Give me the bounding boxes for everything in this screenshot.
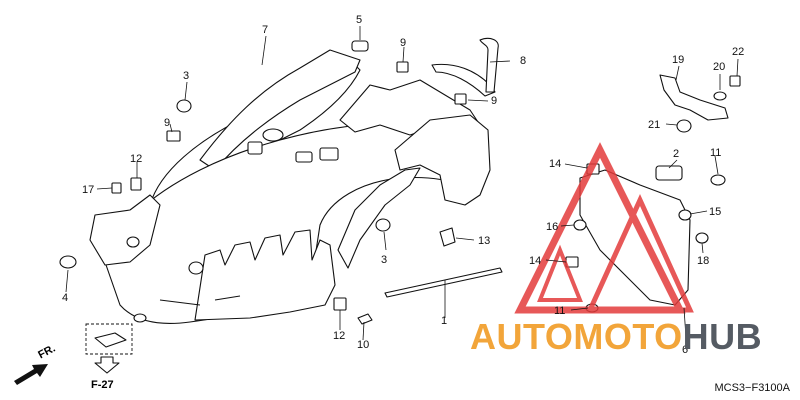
callout-22: 22 [732, 46, 744, 58]
callout-4: 4 [62, 292, 68, 304]
callout-13: 13 [478, 235, 490, 247]
watermark-text: AUTOMOTOHUB [470, 316, 762, 358]
callout-20: 20 [713, 61, 725, 73]
diagram-code: MCS3−F3100A [714, 382, 790, 394]
callout-9a: 9 [400, 37, 406, 49]
callout-18: 18 [697, 255, 709, 267]
callout-5: 5 [356, 14, 362, 26]
callout-8: 8 [520, 55, 526, 67]
leader-lines [65, 26, 739, 341]
callout-12b: 12 [333, 330, 345, 342]
f27-inset [85, 323, 133, 374]
callout-3a: 3 [183, 70, 189, 82]
callout-12a: 12 [130, 153, 142, 165]
reference-label: F-27 [91, 379, 114, 391]
rear-fender-assembly [89, 49, 491, 324]
watermark-logo [514, 142, 694, 314]
callout-labels: 1 2 3 3 4 5 6 7 8 9 9 9 10 11 11 12 12 1… [62, 14, 744, 356]
callout-19: 19 [672, 54, 684, 66]
callout-2: 2 [673, 148, 679, 160]
callout-14a: 14 [549, 158, 561, 170]
callout-10: 10 [357, 339, 369, 351]
callout-15: 15 [709, 206, 721, 218]
bracket-parts-19-22 [659, 74, 741, 133]
callout-21: 21 [648, 119, 660, 131]
callout-17: 17 [82, 184, 94, 196]
watermark-text-part1: AUTOMOTO [470, 316, 683, 357]
callout-9c: 9 [491, 95, 497, 107]
callout-1: 1 [441, 315, 447, 327]
callout-16: 16 [546, 221, 558, 233]
callout-11a: 11 [710, 147, 721, 159]
callout-6: 6 [682, 344, 688, 356]
callout-3b: 3 [381, 254, 387, 266]
callout-9b: 9 [164, 117, 170, 129]
front-direction-arrow [14, 364, 48, 385]
strap-part-8 [431, 37, 499, 97]
callout-11b: 11 [554, 305, 565, 317]
rod-part-1 [384, 267, 503, 298]
callout-14b: 14 [529, 255, 541, 267]
watermark-text-part2: HUB [682, 316, 763, 357]
callout-7: 7 [262, 24, 268, 36]
